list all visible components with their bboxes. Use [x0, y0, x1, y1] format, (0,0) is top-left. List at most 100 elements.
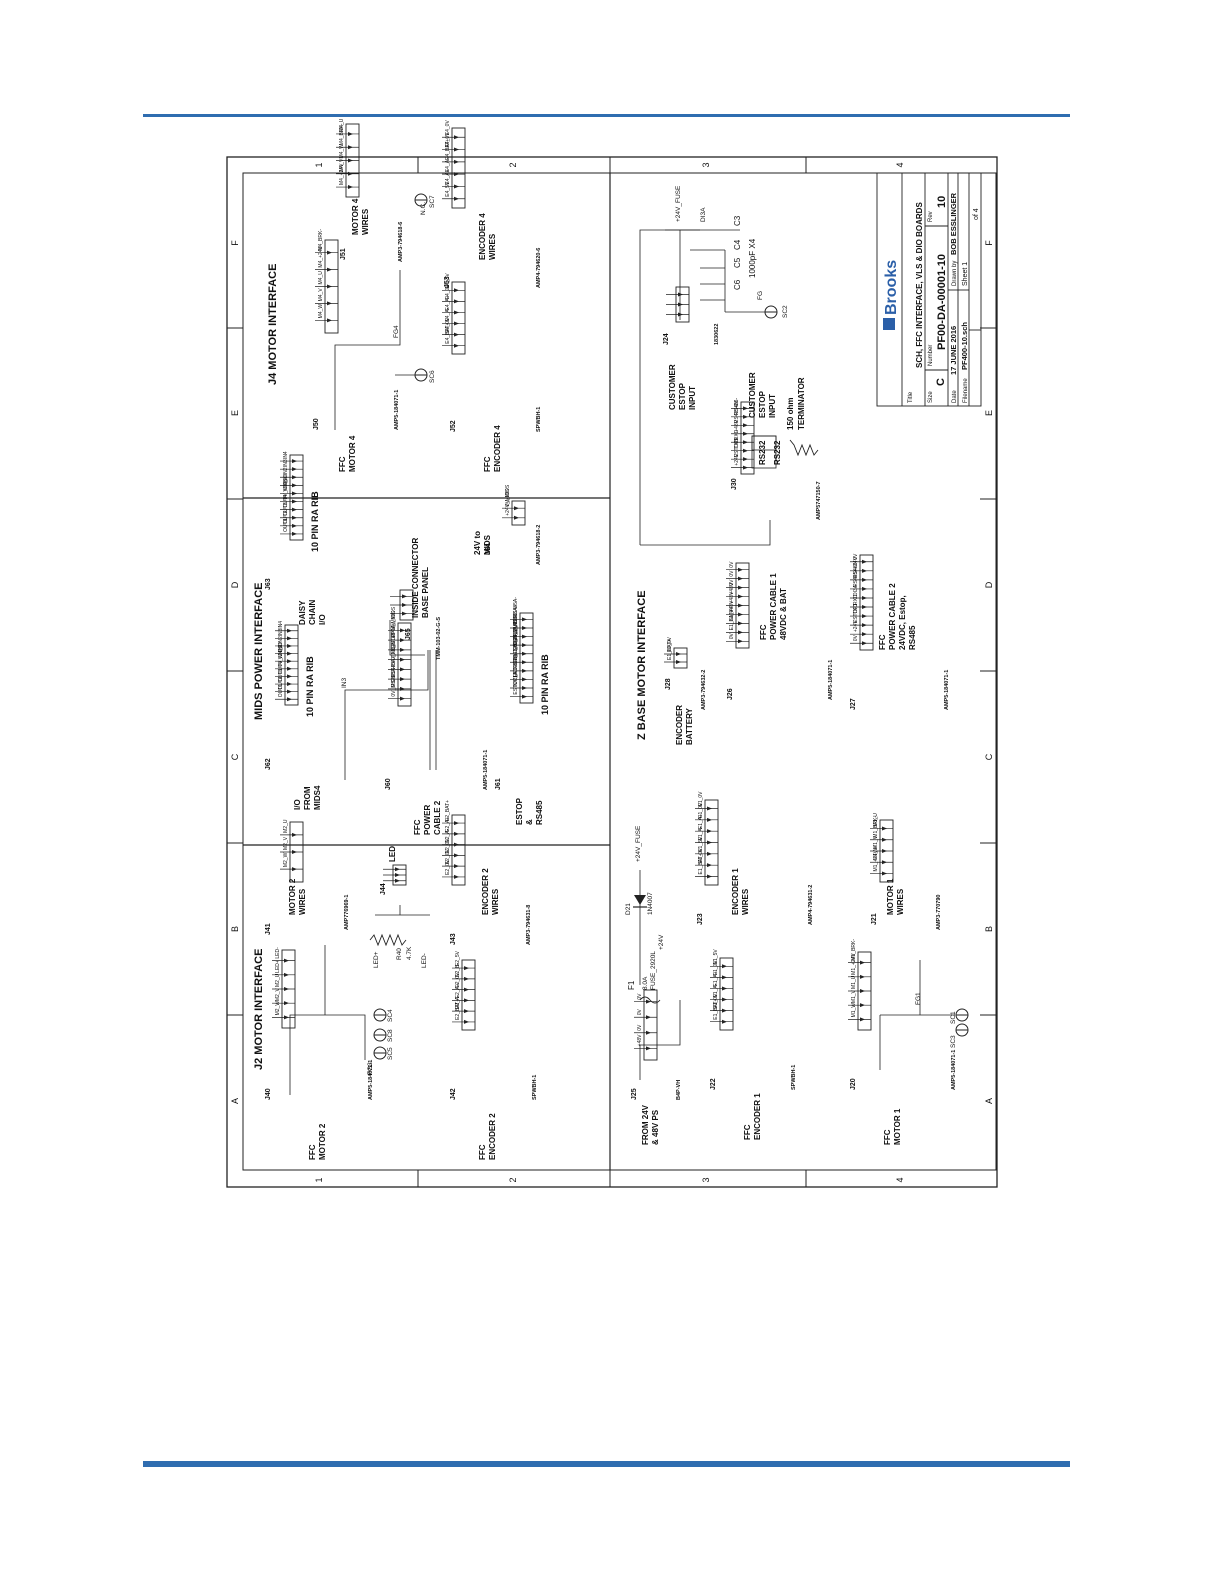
r40-value: 4.7K — [406, 946, 413, 960]
j40-pin-arrow-icon — [284, 987, 289, 991]
tb-filename-label: Filename — [963, 378, 969, 403]
j23-label2: WIRES — [741, 888, 750, 915]
j53-ref: J53 — [444, 276, 451, 288]
j20-pin-arrow-icon — [860, 974, 865, 979]
j52-ref: J52 — [450, 420, 457, 432]
j22-pin-label: E1_A+ — [713, 971, 719, 986]
j52-body — [451, 281, 466, 355]
title-block — [876, 172, 982, 407]
j60-pin-arrow-icon — [400, 667, 405, 672]
j40-pin-label: M2_V — [275, 987, 281, 1001]
j60-pin-label: TXD_MCP — [391, 633, 397, 658]
j63-pin-label: IN2 — [283, 467, 289, 475]
j42-pin-arrow-icon — [464, 976, 469, 981]
label-sc7: SC7 — [429, 195, 436, 208]
tb-rev-label: Rev — [928, 211, 934, 222]
j22-label2: ENCODER 1 — [753, 1093, 762, 1140]
j53-label1: ENCODER 4 — [478, 213, 487, 260]
j42-label2: ENCODER 2 — [488, 1113, 497, 1160]
sheet-border-outer — [226, 156, 998, 1188]
j23-pin-arrow-icon — [707, 851, 712, 856]
j30-pin-label: ESTOP1 — [734, 437, 740, 457]
j61-pin-label: RXD_MCP — [513, 635, 519, 660]
j23-pin-arrow-icon — [707, 817, 712, 822]
j52-pin-arrow-icon — [454, 299, 459, 304]
j25-pin-arrow-icon — [646, 1046, 651, 1051]
j61-pin-arrow-icon — [522, 651, 527, 656]
j25-pin-arrow-icon — [646, 999, 651, 1004]
j22-pin-arrow-icon — [722, 964, 727, 969]
j42-pin-label: E2_A- — [455, 995, 461, 1009]
j30-pin-arrow-icon — [743, 431, 748, 436]
j63-pin-label: IN1 — [283, 475, 289, 483]
label-sc3: SC3 — [950, 1035, 957, 1048]
row-label-e-left: E — [230, 410, 240, 416]
j21-pin-arrow-icon — [882, 849, 887, 853]
j53-pin-arrow-icon — [454, 147, 459, 152]
j61-pin-arrow-icon — [522, 643, 527, 648]
j23-pin-arrow-icon — [707, 874, 712, 879]
j27-pin-arrow-icon — [862, 614, 867, 619]
j50-ref: J50 — [313, 418, 320, 430]
j22-pin-label: E1_0V — [713, 960, 719, 976]
j20-pin-arrow-icon — [860, 1003, 865, 1008]
j30-part: AMP5747150-7 — [816, 481, 822, 520]
j43-pin-label: E2_A- — [445, 828, 451, 842]
j50-pin-label: M4_BRK- — [318, 229, 324, 251]
connector-j53: E4_5VE4_A+E4_A-E4_BAT+E4_0VE4_0VJ53ENCOD… — [442, 120, 542, 288]
j60-body — [397, 622, 412, 707]
j62-pin-label: 0V_MIDS — [278, 645, 284, 667]
j23-pin-arrow-icon — [707, 806, 712, 811]
j24-part: 1830622 — [714, 324, 720, 345]
j52-pin-arrow-icon — [454, 310, 459, 315]
j26-label2: POWER CABLE 1 — [769, 573, 778, 640]
j63-pin-label: IN3 — [283, 459, 289, 467]
j64-pin-label: 0V_MIDS — [505, 484, 511, 506]
j61-label3: RS485 — [535, 800, 544, 825]
j62-pin-arrow-icon — [287, 628, 292, 633]
j52-pin-label: E4_0V — [445, 317, 451, 333]
j63-label1: DAISY — [298, 600, 307, 625]
j43-pin-arrow-icon — [454, 842, 459, 847]
j64-label2: MIDS — [483, 534, 492, 555]
j63-pin-arrow-icon — [292, 483, 297, 488]
j60-pin-arrow-icon — [400, 638, 405, 643]
j27-ref: J27 — [850, 698, 857, 710]
j51-label1: MOTOR 4 — [351, 198, 360, 235]
j28-ref: J28 — [665, 678, 672, 690]
j53-pin-label: E4_5V — [445, 181, 451, 197]
j60-label1: FFC — [413, 819, 422, 835]
j63-ref: J63 — [265, 578, 272, 590]
row-label-f-right: F — [984, 240, 994, 246]
j60-pin-label: +24V_MIDS — [391, 610, 397, 638]
section-title-j2: J2 MOTOR INTERFACE — [253, 949, 265, 1070]
j42-pin-arrow-icon — [464, 987, 469, 992]
j26-pin-arrow-icon — [738, 585, 743, 590]
col-label-2-top: 2 — [508, 162, 518, 167]
j50-pin-label: M4_U — [318, 271, 324, 285]
j25-part: B4P-VH — [676, 1080, 682, 1100]
j62-pin-arrow-icon — [287, 651, 292, 656]
j53-pin-arrow-icon — [454, 184, 459, 189]
j42-pin-label: E2_B- — [455, 963, 461, 977]
j61-label1: ESTOP — [515, 797, 524, 825]
j43-pin-label: E2_BAT+ — [445, 800, 451, 821]
col-label-4-top: 4 — [895, 162, 905, 167]
j26-pin-label: 0V — [729, 633, 735, 640]
j43-body — [451, 814, 466, 886]
j24-pin-arrow-icon — [678, 312, 683, 317]
j52-label1: FFC — [483, 456, 492, 472]
j52-pin-label: E4_A+ — [445, 295, 451, 310]
j63-pin-label: IN4 — [283, 451, 289, 459]
j23-pin-label: E1_0V — [698, 791, 704, 807]
col-label-4-bottom: 4 — [895, 1177, 905, 1182]
j30-pin-arrow-icon — [743, 448, 748, 453]
rs232-cust3: INPUT — [768, 394, 777, 418]
j21-pin-arrow-icon — [882, 826, 887, 831]
j28-label1: ENCODER — [675, 705, 684, 745]
j61-body — [519, 612, 534, 704]
